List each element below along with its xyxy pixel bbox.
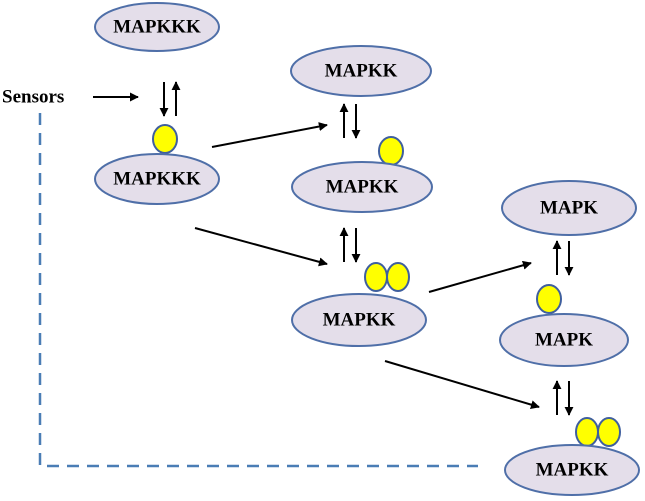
node-label: MAPKK — [325, 61, 398, 82]
node-mapk-phosphorylated: MAPK — [499, 284, 629, 367]
node-label: MAPKK — [323, 310, 396, 331]
node-ellipse — [94, 2, 220, 52]
phosphate-dot — [597, 417, 621, 447]
feedback-dashed-line — [38, 113, 478, 468]
node-ellipse — [94, 153, 220, 205]
arrow-mapkkk-to-mapkk-p — [211, 122, 328, 148]
node-ellipse — [501, 180, 637, 236]
reversible-arrows-mapkk-2 — [339, 227, 361, 263]
sensors-label: Sensors — [2, 87, 64, 108]
arrow-mapkkk-to-mapkk-pp — [194, 227, 328, 267]
reversible-arrows-mapkkk — [159, 81, 181, 117]
phosphate-dot — [536, 284, 562, 314]
node-label: MAPKK — [536, 460, 609, 481]
node-label: MAPK — [535, 330, 593, 351]
reversible-arrows-mapk — [552, 240, 574, 276]
node-label: MAPKKK — [113, 169, 201, 190]
node-ellipse — [290, 45, 432, 97]
node-mapkkk-top: MAPKKK — [94, 2, 220, 52]
node-ellipse — [291, 293, 427, 347]
node-mapkk-top: MAPKK — [290, 45, 432, 97]
reversible-arrows-mapkk-1 — [339, 103, 361, 139]
node-mapkkk-phosphorylated: MAPKKK — [94, 124, 220, 205]
node-ellipse — [291, 161, 433, 213]
node-label: MAPK — [540, 198, 598, 219]
phosphate-dot — [575, 417, 599, 447]
node-mapkk-phosphorylated: MAPKK — [291, 136, 433, 213]
node-label: MAPKK — [326, 177, 399, 198]
node-mapkk-double-phosphorylated: MAPKK — [291, 262, 427, 347]
node-label: MAPKKK — [113, 17, 201, 38]
phosphate-dot — [152, 124, 178, 154]
phosphate-dot — [364, 262, 388, 292]
node-mapkk-bottom: MAPKK — [504, 417, 640, 496]
node-ellipse — [499, 313, 629, 367]
arrow-mapkk-to-mapkk-bottom — [384, 360, 540, 409]
phosphate-dot — [386, 262, 410, 292]
phosphate-dot — [378, 136, 404, 166]
node-mapk-top: MAPK — [501, 180, 637, 236]
node-ellipse — [504, 444, 640, 496]
reversible-arrows-mapk-2 — [552, 380, 574, 416]
arrow-mapkk-to-mapk-p — [428, 260, 532, 293]
